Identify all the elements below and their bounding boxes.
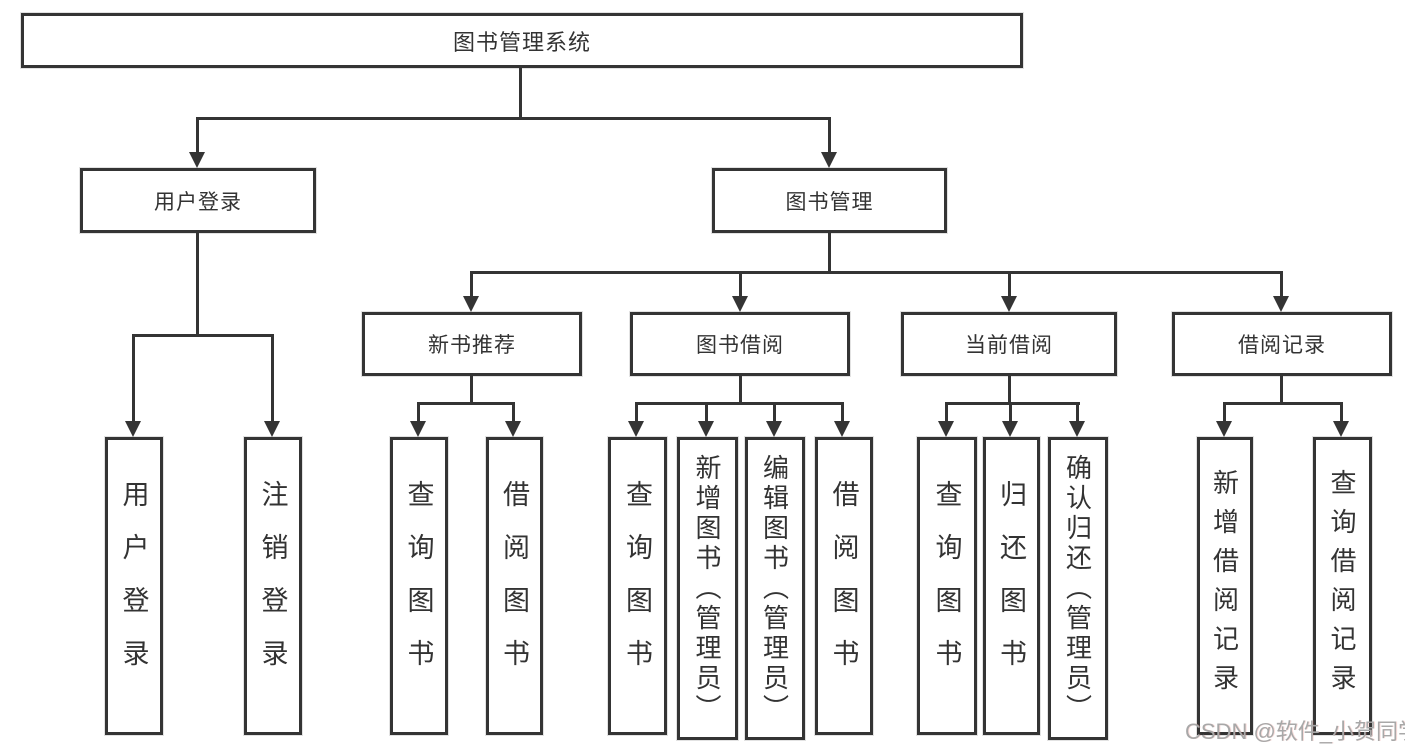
connector-line	[705, 402, 708, 422]
leaf-query-borrow-record-label: 查询借阅记录	[1327, 469, 1357, 703]
node-user-login-label: 用户登录	[154, 190, 242, 214]
node-borrow-records: 借阅记录	[1172, 312, 1392, 376]
connector-line	[635, 402, 638, 422]
connector-line	[1076, 402, 1079, 422]
connector-line	[635, 402, 844, 405]
arrowhead-down-icon	[698, 421, 714, 437]
connector-line	[417, 402, 420, 422]
connector-line	[1223, 402, 1226, 422]
node-new-book-recommend-label: 新书推荐	[428, 334, 516, 357]
arrowhead-down-icon	[628, 421, 644, 437]
arrowhead-down-icon	[463, 296, 479, 312]
connector-line	[196, 117, 199, 153]
leaf-query-books-2: 查询图书	[608, 437, 667, 735]
leaf-add-books-admin: 新增图书（管理员）	[677, 437, 738, 740]
connector-line	[828, 233, 831, 272]
leaf-borrow-books-1: 借阅图书	[486, 437, 543, 735]
arrowhead-down-icon	[1273, 296, 1289, 312]
connector-line	[132, 334, 135, 422]
node-user-login: 用户登录	[80, 168, 316, 233]
node-current-borrow: 当前借阅	[901, 312, 1117, 376]
leaf-add-borrow-record-label: 新增借阅记录	[1209, 469, 1240, 703]
connector-line	[1008, 271, 1011, 298]
node-new-book-recommend: 新书推荐	[362, 312, 582, 376]
connector-line	[1280, 376, 1283, 403]
leaf-borrow-books-2: 借阅图书	[815, 437, 873, 735]
leaf-borrow-books-1-label: 借阅图书	[499, 480, 529, 692]
connector-line	[1008, 376, 1011, 403]
leaf-query-books-3: 查询图书	[917, 437, 977, 735]
arrowhead-down-icon	[1069, 421, 1085, 437]
connector-line	[271, 334, 274, 422]
arrowhead-down-icon	[1216, 421, 1232, 437]
arrowhead-down-icon	[264, 421, 280, 437]
leaf-add-borrow-record: 新增借阅记录	[1197, 437, 1253, 735]
arrowhead-down-icon	[125, 421, 141, 437]
connector-line	[132, 334, 274, 337]
connector-line	[945, 402, 1080, 405]
connector-line	[739, 376, 742, 403]
arrowhead-down-icon	[410, 421, 426, 437]
leaf-return-books-label: 归还图书	[996, 480, 1026, 692]
connector-line	[841, 402, 844, 422]
leaf-confirm-return-admin-label: 确认归还（管理员）	[1062, 453, 1093, 724]
leaf-confirm-return-admin: 确认归还（管理员）	[1048, 437, 1108, 740]
arrowhead-down-icon	[821, 152, 837, 168]
csdn-watermark: CSDN @软件_小贺同学	[1185, 719, 1405, 744]
leaf-add-books-admin-label: 新增图书（管理员）	[692, 453, 722, 724]
node-book-management: 图书管理	[712, 168, 947, 233]
connector-line	[519, 68, 522, 118]
connector-line	[196, 233, 199, 335]
connector-line	[470, 271, 473, 298]
leaf-return-books: 归还图书	[983, 437, 1040, 735]
node-book-borrow-label: 图书借阅	[696, 334, 784, 357]
connector-line	[1280, 271, 1283, 298]
node-borrow-records-label: 借阅记录	[1238, 334, 1326, 357]
leaf-edit-books-admin-label: 编辑图书（管理员）	[759, 453, 790, 724]
leaf-edit-books-admin: 编辑图书（管理员）	[745, 437, 805, 740]
arrowhead-down-icon	[938, 421, 954, 437]
arrowhead-down-icon	[766, 421, 782, 437]
leaf-user-login-label: 用户登录	[118, 480, 149, 692]
node-book-management-label: 图书管理	[785, 190, 874, 214]
leaf-query-books-3-label: 查询图书	[931, 480, 962, 692]
connector-line	[828, 117, 831, 153]
connector-line	[417, 402, 515, 405]
connector-line	[512, 402, 515, 422]
arrowhead-down-icon	[834, 421, 850, 437]
arrowhead-down-icon	[189, 152, 205, 168]
node-book-borrow: 图书借阅	[630, 312, 850, 376]
connector-line	[773, 402, 776, 422]
arrowhead-down-icon	[1002, 421, 1018, 437]
leaf-query-books-1: 查询图书	[390, 437, 448, 735]
arrowhead-down-icon	[1333, 421, 1349, 437]
arrowhead-down-icon	[505, 421, 521, 437]
connector-line	[196, 117, 831, 120]
leaf-query-borrow-record: 查询借阅记录	[1313, 437, 1372, 735]
leaf-query-books-1-label: 查询图书	[403, 480, 434, 692]
connector-line	[1009, 402, 1012, 422]
arrowhead-down-icon	[732, 296, 748, 312]
arrowhead-down-icon	[1001, 296, 1017, 312]
node-root: 图书管理系统	[21, 13, 1023, 68]
node-root-label: 图书管理系统	[452, 29, 591, 55]
leaf-borrow-books-2-label: 借阅图书	[828, 480, 859, 692]
connector-line	[945, 402, 948, 422]
node-current-borrow-label: 当前借阅	[965, 334, 1053, 357]
leaf-logout-label: 注销登录	[257, 480, 288, 692]
leaf-user-login: 用户登录	[105, 437, 163, 735]
connector-line	[1340, 402, 1343, 422]
connector-line	[470, 271, 1283, 274]
connector-line	[1223, 402, 1343, 405]
leaf-query-books-2-label: 查询图书	[622, 480, 652, 692]
leaf-logout: 注销登录	[244, 437, 302, 735]
connector-line	[739, 271, 742, 298]
connector-line	[470, 376, 473, 403]
